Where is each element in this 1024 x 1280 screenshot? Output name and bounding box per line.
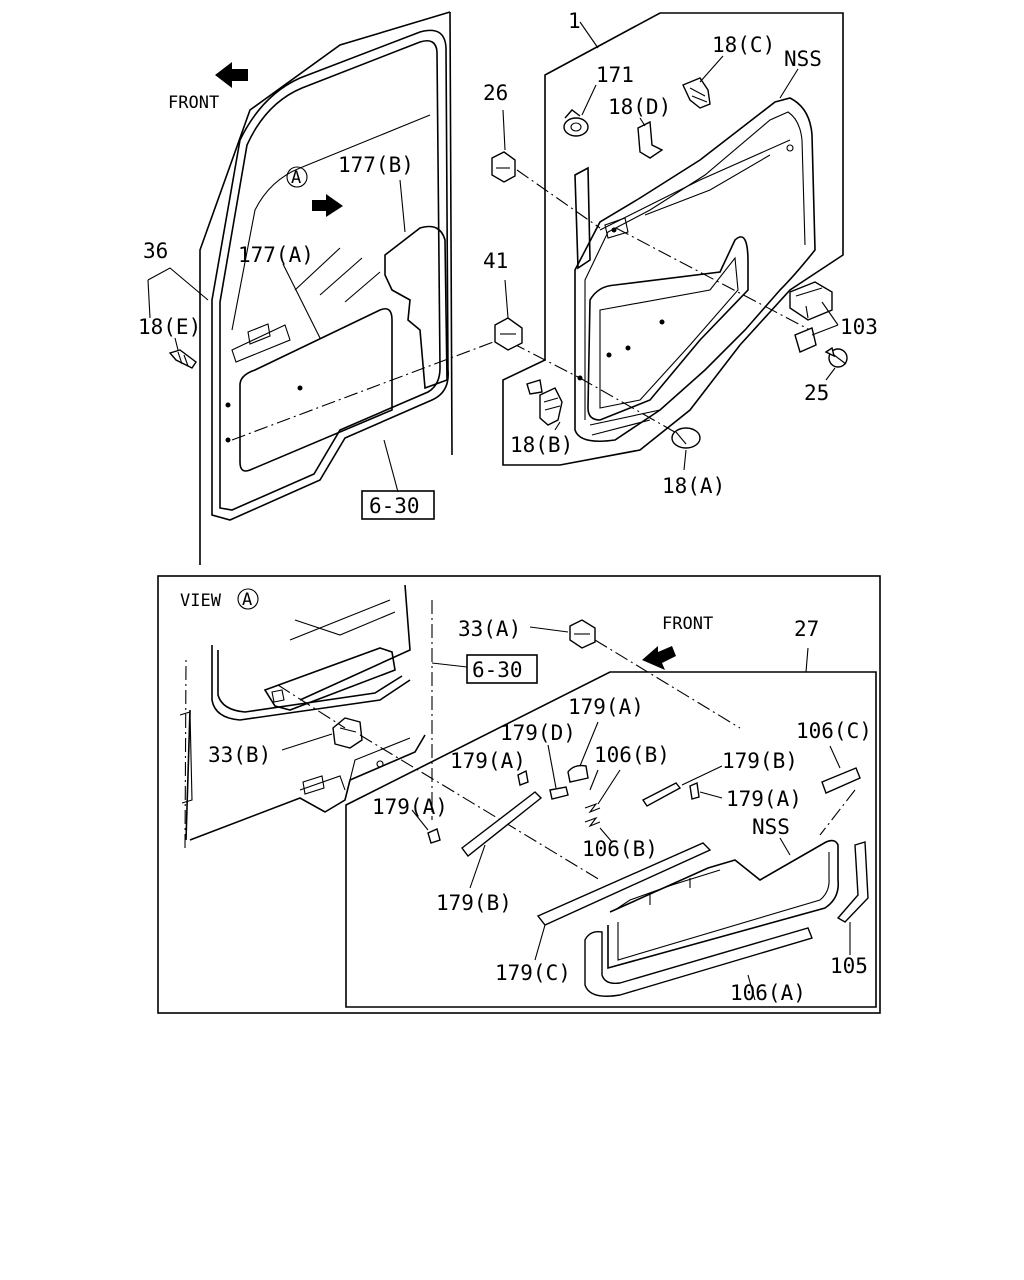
label-33b: 33(B) [208, 743, 271, 767]
ref-box-6-30-top: 6-30 [361, 490, 435, 520]
label-171: 171 [596, 63, 634, 87]
ref-box-6-30-view: 6-30 [466, 654, 538, 684]
label-18c: 18(C) [712, 33, 775, 57]
label-179c: 179(C) [495, 961, 571, 985]
label-179b-1: 179(B) [722, 749, 798, 773]
label-33a: 33(A) [458, 617, 521, 641]
view-a-circle-letter: A [291, 168, 301, 188]
button-18a-icon [671, 427, 701, 449]
seal-106a-icon [584, 839, 840, 997]
clip-41-icon [494, 317, 523, 351]
label-106b-1: 106(B) [594, 743, 670, 767]
view-a-title-circle: A [237, 588, 259, 610]
label-106a: 106(A) [730, 981, 806, 1005]
front-label-view: FRONT [662, 614, 713, 634]
door-frame-drawing [199, 11, 453, 565]
clip-179a-3-icon [689, 781, 700, 800]
clip-179a-top-icon [567, 764, 589, 783]
label-18d: 18(D) [608, 95, 671, 119]
front-arrow-icon [215, 62, 248, 88]
view-a-marker: A [286, 166, 343, 217]
label-41: 41 [483, 249, 508, 273]
label-179d: 179(D) [500, 721, 576, 745]
label-18e: 18(E) [138, 315, 201, 339]
label-18a: 18(A) [662, 474, 725, 498]
clip-179a-2-icon [517, 769, 529, 786]
label-106b-2: 106(B) [582, 837, 658, 861]
clip-18e-icon [168, 349, 197, 369]
clip-179d-icon [549, 786, 569, 800]
label-18b: 18(B) [510, 433, 573, 457]
clip-106b-icon [584, 802, 601, 828]
label-179a-2: 179(A) [450, 749, 526, 773]
door-trim-drawing [502, 12, 844, 466]
label-179b-2: 179(B) [436, 891, 512, 915]
bracket-18d-icon [637, 120, 664, 159]
label-nss-top: NSS [784, 47, 822, 71]
view-a-door-section [179, 584, 433, 849]
strip-179b-left-icon [461, 791, 543, 857]
label-26: 26 [483, 81, 508, 105]
clip-33b-icon [332, 717, 363, 749]
label-103: 103 [840, 315, 878, 339]
clip-179a-1-icon [427, 828, 441, 844]
screw-25-icon [824, 346, 848, 368]
view-a-title: VIEW [180, 591, 222, 611]
front-label: FRONT [168, 93, 219, 113]
label-179a-4: 179(A) [372, 795, 448, 819]
clip-18b-icon [526, 379, 563, 426]
label-177b: 177(B) [338, 153, 414, 177]
seal-105-icon [836, 841, 869, 923]
view-a-frame [157, 575, 881, 1014]
label-nss-view: NSS [752, 815, 790, 839]
switch-103-icon [789, 281, 833, 353]
label-27: 27 [794, 617, 819, 641]
clip-171-icon [563, 109, 589, 137]
label-177a: 177(A) [238, 243, 314, 267]
exploded-box-27 [345, 671, 877, 1008]
seal-106c-icon [821, 767, 861, 794]
ref-6-30-view: 6-30 [472, 658, 523, 682]
label-36: 36 [143, 239, 168, 263]
front-arrow-view-icon [642, 646, 676, 670]
view-direction-arrow-icon [312, 194, 343, 217]
label-1: 1 [568, 9, 581, 33]
ref-6-30-top: 6-30 [369, 494, 420, 518]
label-179a-1: 179(A) [568, 695, 644, 719]
label-25: 25 [804, 381, 829, 405]
strip-179c-icon [536, 842, 712, 926]
strip-179b-right-icon [641, 782, 682, 807]
label-179a-3: 179(A) [726, 787, 802, 811]
label-105: 105 [830, 954, 868, 978]
label-106c: 106(C) [796, 719, 872, 743]
clip-26-icon [491, 151, 516, 183]
view-a-title-letter: A [242, 590, 252, 610]
clip-33a-icon [569, 619, 596, 649]
clip-18c-icon [682, 77, 711, 109]
